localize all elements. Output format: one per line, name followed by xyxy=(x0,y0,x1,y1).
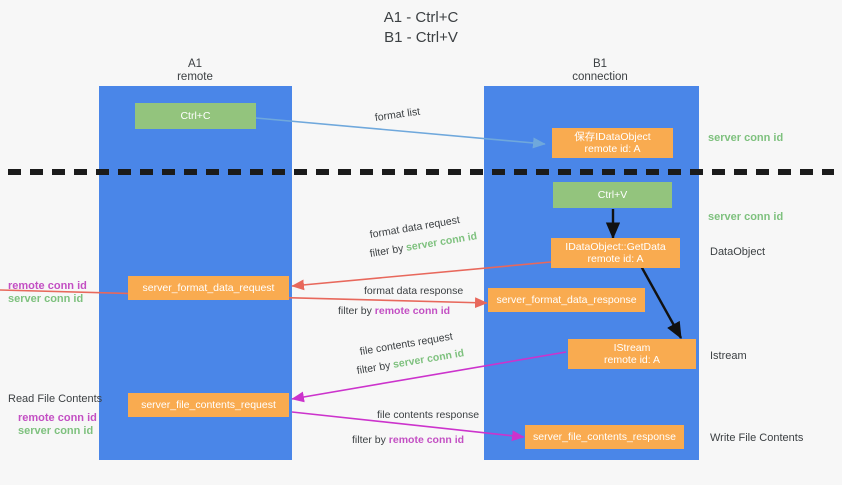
arrow-file-contents-response xyxy=(291,411,525,442)
box-ctrl-c[interactable]: Ctrl+C xyxy=(135,103,256,129)
box-server-format-data-request-label: server_format_data_request xyxy=(142,282,275,294)
label-file-contents-response-text: file contents response xyxy=(377,409,480,421)
box-ctrl-v-label: Ctrl+V xyxy=(597,189,628,201)
label-format-data-response-filter: filter by remote conn id xyxy=(338,305,450,318)
box-istream[interactable]: IStream remote id: A xyxy=(568,339,696,369)
lane-header-b1-subtitle: connection xyxy=(572,71,628,83)
right-label-dataobject: DataObject xyxy=(710,246,766,258)
box-ctrl-c-label: Ctrl+C xyxy=(180,110,211,122)
box-server-format-data-response-label: server_format_data_response xyxy=(496,294,637,306)
box-server-format-data-request[interactable]: server_format_data_request xyxy=(128,276,289,300)
box-server-file-contents-response-label: server_file_contents_response xyxy=(532,431,676,443)
box-save-idataobject-line1: 保存IDataObject xyxy=(574,131,651,143)
box-server-format-data-response[interactable]: server_format_data_response xyxy=(488,288,645,312)
page-title: A1 - Ctrl+C B1 - Ctrl+V xyxy=(0,8,842,48)
box-istream-line1: IStream xyxy=(613,342,651,354)
box-getdata-line1: IDataObject::GetData xyxy=(565,241,666,253)
lane-header-b1: B1 connection xyxy=(560,58,640,84)
label-file-contents-response: file contents response xyxy=(377,409,479,422)
left-label-remote-conn-id-upper: remote conn id xyxy=(8,280,87,292)
label-format-data-response-text: format data response xyxy=(364,285,464,297)
box-save-idataobject-line2: remote id: A xyxy=(584,143,641,155)
box-save-idataobject[interactable]: 保存IDataObject remote id: A xyxy=(552,128,673,158)
box-getdata-line2: remote id: A xyxy=(587,253,644,265)
right-label-istream: Istream xyxy=(710,350,747,362)
left-label-server-conn-id-upper: server conn id xyxy=(8,293,84,305)
lane-header-a1-title: A1 xyxy=(187,58,203,70)
lane-header-b1-title: B1 xyxy=(592,58,608,70)
title-line-2: B1 - Ctrl+V xyxy=(384,29,458,46)
left-label-server-conn-id-lower: server conn id xyxy=(18,425,94,437)
right-label-server-conn-id-second: server conn id xyxy=(708,211,784,223)
label-format-data-response: format data response xyxy=(364,285,463,298)
box-server-file-contents-request[interactable]: server_file_contents_request xyxy=(128,393,289,417)
box-istream-line2: remote id: A xyxy=(603,354,661,366)
box-idataobject-getdata[interactable]: IDataObject::GetData remote id: A xyxy=(551,238,680,268)
label-filter-prefix: filter by xyxy=(352,434,389,446)
label-file-contents-response-filter: filter by remote conn id xyxy=(352,434,464,447)
right-label-server-conn-id-top: server conn id xyxy=(708,132,784,144)
arrow-getdata-to-istream xyxy=(639,265,683,340)
box-server-file-contents-response[interactable]: server_file_contents_response xyxy=(525,425,684,449)
title-line-1: A1 - Ctrl+C xyxy=(383,9,459,26)
left-label-read-file-contents: Read File Contents xyxy=(8,393,103,405)
arrow-file-contents-request xyxy=(291,351,567,403)
arrow-format-data-request xyxy=(291,261,552,291)
label-filter-prefix: filter by xyxy=(338,305,375,317)
arrow-format-list xyxy=(255,117,546,149)
box-server-file-contents-request-label: server_file_contents_request xyxy=(141,399,276,411)
left-label-remote-conn-id-lower: remote conn id xyxy=(18,412,97,424)
lane-header-a1-subtitle: remote xyxy=(177,71,213,83)
label-filter-value-remote-conn-id: remote conn id xyxy=(388,434,465,446)
right-label-write-file-contents: Write File Contents xyxy=(710,432,804,444)
lane-header-a1: A1 remote xyxy=(155,58,235,84)
box-ctrl-v[interactable]: Ctrl+V xyxy=(553,182,672,208)
label-filter-value-remote-conn-id: remote conn id xyxy=(374,305,451,317)
